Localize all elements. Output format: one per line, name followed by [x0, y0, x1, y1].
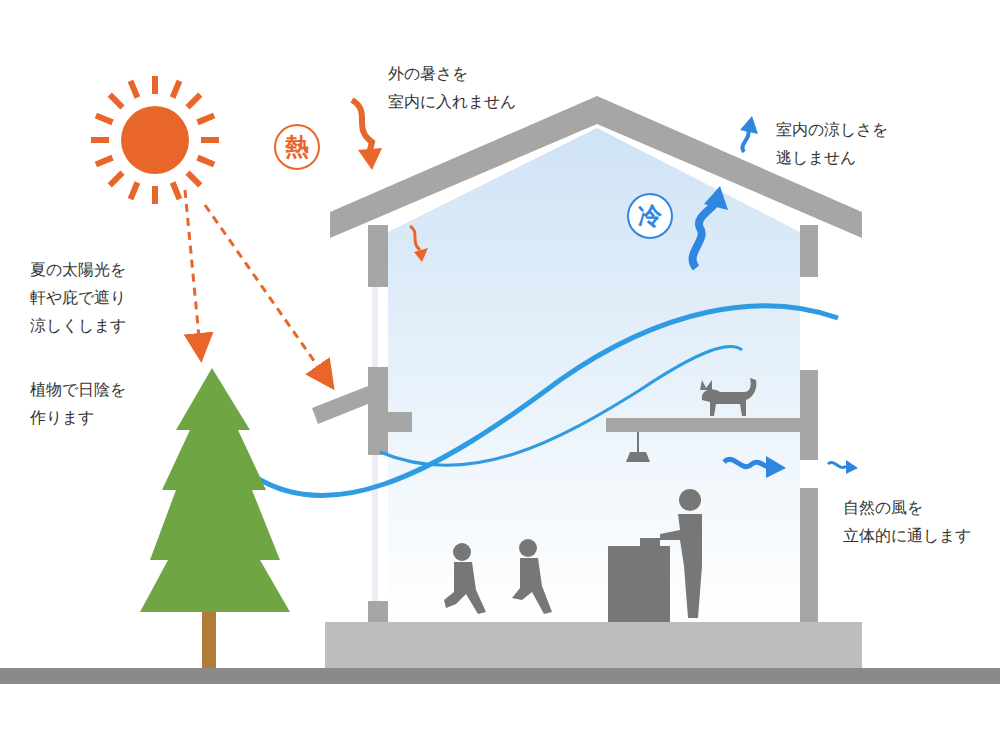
- caption-text: 植物で日陰を 作ります: [30, 376, 160, 432]
- caption-text: 室内の涼しさを 逃しません: [776, 116, 926, 172]
- caption-text: 自然の風を 立体的に通します: [843, 494, 993, 550]
- caption-text: 夏の太陽光を 軒や庇で遮り 涼しくします: [30, 256, 160, 340]
- caption-text: 外の暑さを 室内に入れません: [388, 60, 558, 116]
- cool-circle: 冷: [627, 193, 673, 239]
- heat-circle: 熱: [274, 124, 320, 170]
- circle-text: 熱: [285, 135, 309, 159]
- circle-text: 冷: [638, 204, 662, 228]
